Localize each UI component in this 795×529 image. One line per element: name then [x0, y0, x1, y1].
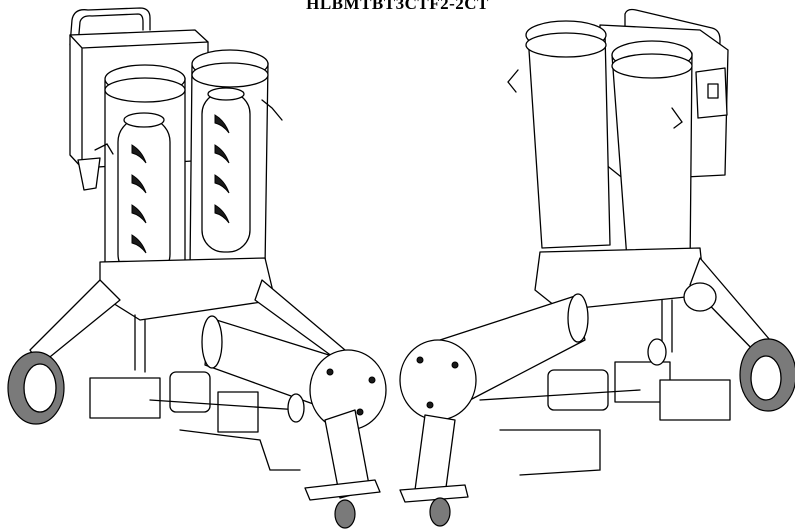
left-piping	[134, 314, 301, 471]
right-filter-unit	[399, 8, 795, 527]
left-caster	[334, 499, 356, 529]
right-canister-1	[507, 20, 611, 249]
right-wheel	[739, 338, 795, 412]
left-clamp-2	[261, 99, 283, 121]
left-pump	[169, 371, 211, 413]
left-wheel	[7, 351, 65, 425]
right-clamp-2	[671, 107, 683, 129]
right-piping	[479, 299, 673, 476]
right-caster	[429, 497, 451, 527]
left-leg	[29, 279, 121, 366]
right-switch	[707, 83, 719, 99]
right-stand	[414, 414, 456, 496]
left-handle	[69, 7, 151, 46]
right-pump	[547, 369, 609, 411]
left-gauge	[287, 393, 305, 423]
figure-title: HLBMTBT3CTF2-2CT	[306, 0, 489, 13]
right-gauge	[647, 338, 667, 366]
left-pump-mount	[89, 377, 161, 419]
left-base	[99, 257, 276, 321]
right-clamp-1	[507, 69, 519, 93]
left-funnel	[77, 157, 101, 191]
right-cylinder	[399, 293, 589, 421]
left-canister-1-element	[131, 144, 147, 254]
left-clamp-1	[94, 143, 114, 155]
right-knob	[683, 282, 717, 312]
right-canister-2	[611, 40, 693, 274]
left-canister-1	[94, 64, 186, 283]
left-canister-2-element	[214, 114, 230, 224]
left-canister-2	[189, 49, 283, 271]
right-handle	[624, 8, 721, 131]
left-cylinder	[201, 315, 387, 431]
left-filter-unit	[7, 7, 387, 529]
left-motor-box	[217, 391, 259, 433]
right-pump-mount	[659, 379, 731, 421]
